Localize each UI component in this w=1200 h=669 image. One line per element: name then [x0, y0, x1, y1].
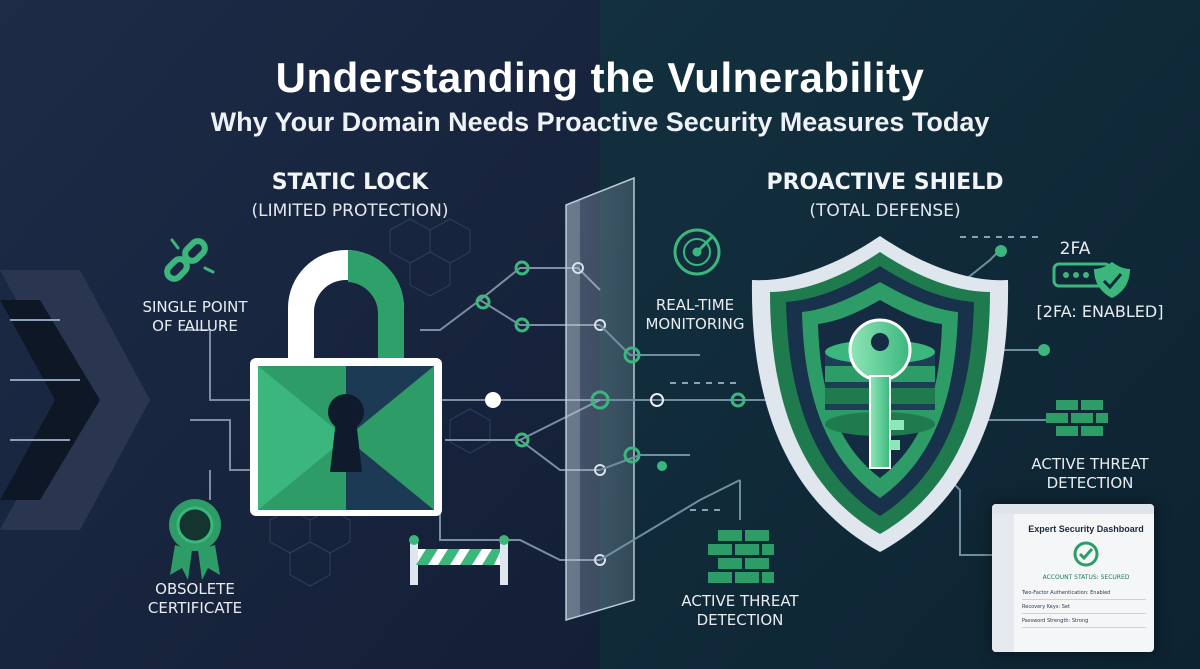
- page-title: Understanding the Vulnerability: [275, 54, 925, 101]
- arrow-icon: [0, 270, 150, 530]
- single-point-of-failure-label: SINGLE POINT OF FAILURE: [142, 298, 248, 335]
- broken-certificate-icon: [169, 499, 221, 580]
- dashboard-row: Password Strength: Strong: [1022, 616, 1146, 628]
- left-panel-heading: STATIC LOCK: [271, 170, 429, 195]
- active-threat-detection-label-bottom: ACTIVE THREAT DETECTION: [681, 592, 799, 629]
- dashboard-row: Two-Factor Authentication: Enabled: [1022, 588, 1146, 600]
- key-icon: [848, 318, 912, 469]
- checkmark-icon: [1073, 541, 1099, 567]
- firewall-icon: [708, 530, 774, 583]
- left-panel-subheading: (LIMITED PROTECTION): [251, 201, 449, 221]
- two-factor-status-label: [2FA: ENABLED]: [1036, 302, 1164, 321]
- dashboard-title: Expert Security Dashboard: [1028, 524, 1144, 534]
- radar-icon: [673, 228, 721, 276]
- firewall-icon: [1046, 400, 1108, 436]
- page-subtitle: Why Your Domain Needs Proactive Security…: [210, 107, 990, 137]
- barrier-icon: [409, 535, 509, 585]
- active-threat-detection-label: ACTIVE THREAT DETECTION: [1031, 455, 1149, 492]
- dashboard-row: Recovery Keys: Set: [1022, 602, 1146, 614]
- obsolete-certificate-label: OBSOLETE CERTIFICATE: [147, 580, 243, 617]
- real-time-monitoring-label: REAL-TIME MONITORING: [645, 296, 745, 333]
- dashboard-sidebar: [992, 514, 1014, 652]
- dashboard-titlebar: [992, 504, 1154, 514]
- right-panel-heading: PROACTIVE SHIELD: [766, 170, 1004, 195]
- right-panel-subheading: (TOTAL DEFENSE): [809, 201, 961, 221]
- security-dashboard-card: Expert Security Dashboard ACCOUNT STATUS…: [992, 504, 1154, 652]
- dashboard-status: ACCOUNT STATUS: SECURED: [1042, 574, 1130, 581]
- broken-link-icon: [164, 238, 215, 282]
- two-factor-badge: 2FA: [1059, 239, 1091, 259]
- padlock-icon: [250, 250, 442, 516]
- two-factor-shield-icon: [1052, 262, 1130, 298]
